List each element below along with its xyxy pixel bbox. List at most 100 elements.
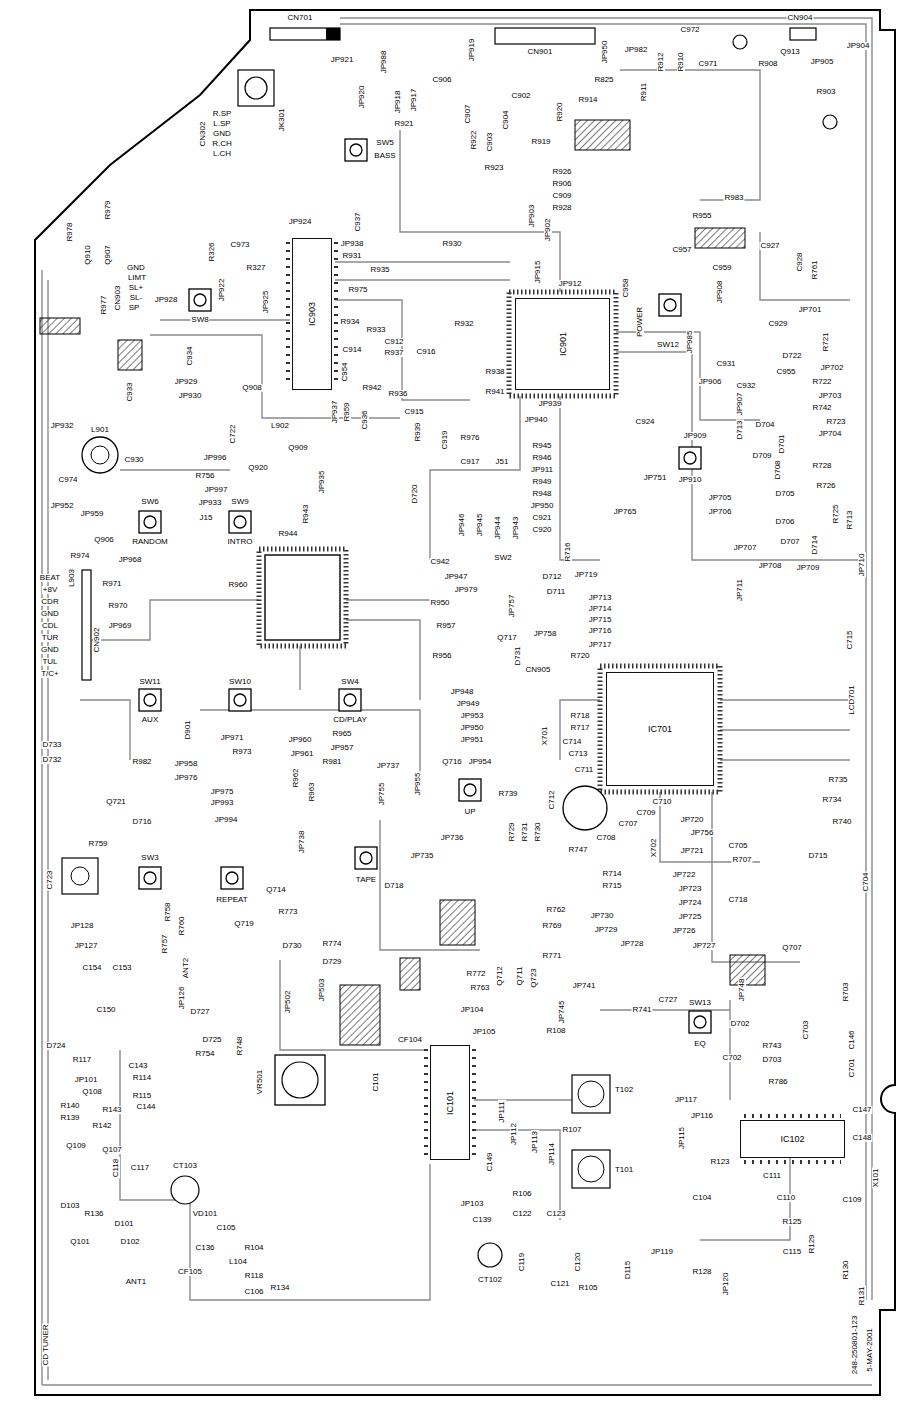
silkscreen-label: R728 [811, 462, 832, 470]
silkscreen-label: C727 [657, 996, 678, 1004]
silkscreen-label: R759 [87, 840, 108, 848]
silkscreen-label: C930 [123, 456, 144, 464]
silkscreen-label: JP949 [456, 700, 481, 708]
silkscreen-label: JP950 [530, 502, 555, 510]
copper-trace [660, 792, 760, 862]
silkscreen-label: D703 [761, 1056, 782, 1064]
silkscreen-label: JP985 [686, 330, 694, 355]
silkscreen-label: R932 [453, 320, 474, 328]
silkscreen-label: C955 [775, 368, 796, 376]
silkscreen-label: R739 [497, 790, 518, 798]
switch-actuator [144, 516, 156, 528]
silkscreen-label: C954 [341, 361, 349, 382]
silkscreen-label: R910 [677, 51, 685, 72]
hatched-area [730, 955, 765, 985]
silkscreen-label: JP728 [620, 940, 645, 948]
silkscreen-label: R729 [508, 821, 516, 842]
silkscreen-label: R756 [194, 472, 215, 480]
silkscreen-label: JP955 [414, 772, 422, 797]
silkscreen-label: R934 [339, 318, 360, 326]
silkscreen-label: D101 [113, 1220, 134, 1228]
silkscreen-label: C903 [486, 131, 494, 152]
silkscreen-label: R129 [808, 1233, 816, 1254]
silkscreen-label: JP756 [690, 829, 715, 837]
silkscreen-label: JP758 [533, 630, 558, 638]
silkscreen-label: JP938 [340, 240, 365, 248]
silkscreen-label: D707 [779, 538, 800, 546]
silkscreen-label: POWER [636, 306, 644, 338]
silkscreen-label: C921 [531, 514, 552, 522]
silkscreen-label: R741 [631, 1006, 652, 1014]
copper-trace [200, 710, 420, 790]
tactile-switch [659, 294, 681, 316]
silkscreen-label: JP104 [460, 1006, 485, 1014]
silkscreen-label: D705 [774, 490, 795, 498]
switch-actuator [144, 872, 156, 884]
silkscreen-label: Q711 [516, 966, 524, 987]
ic-package: IC901 [515, 298, 610, 390]
copper-trace [720, 699, 850, 700]
silkscreen-label: C942 [429, 558, 450, 566]
ic-pin-row [259, 549, 346, 646]
copper-trace [620, 70, 760, 200]
copper-trace [729, 1000, 730, 1100]
silkscreen-label: C703 [802, 1019, 810, 1040]
silkscreen-label: C120 [574, 1251, 582, 1272]
silkscreen-label: R743 [761, 1042, 782, 1050]
silkscreen-label: BASS [373, 152, 396, 160]
silkscreen-label: C974 [57, 476, 78, 484]
silkscreen-label: JP929 [174, 378, 199, 386]
silkscreen-label: SL- [129, 294, 143, 302]
silkscreen-label: D716 [131, 818, 152, 826]
part-designator: IC701 [648, 725, 672, 734]
connector-housing [270, 28, 340, 40]
switch-actuator [350, 144, 362, 156]
silkscreen-label: J51 [495, 458, 510, 466]
silkscreen-label: R903 [815, 88, 836, 96]
silkscreen-label: R115 [132, 1092, 153, 1100]
silkscreen-label: JP735 [410, 852, 435, 860]
silkscreen-label: R143 [101, 1106, 122, 1114]
silkscreen-label: Q707 [781, 944, 803, 952]
silkscreen-label: R735 [827, 776, 848, 784]
silkscreen-label: D727 [189, 1008, 210, 1016]
silkscreen-label: Q719 [233, 920, 255, 928]
copper-trace [720, 729, 850, 730]
part-designator: IC901 [558, 332, 567, 356]
coil-outline [91, 446, 109, 464]
copper-trace [120, 469, 230, 470]
silkscreen-label: R326 [208, 241, 216, 262]
silkscreen-label: JP924 [288, 218, 313, 226]
silkscreen-label: C150 [95, 1006, 116, 1014]
silkscreen-label: JP952 [50, 502, 75, 510]
silkscreen-label: R140 [59, 1102, 80, 1110]
silkscreen-label: JP707 [733, 544, 758, 552]
silkscreen-label: R740 [831, 818, 852, 826]
silkscreen-label: CDL [41, 622, 59, 630]
copper-trace [560, 700, 600, 760]
ic-package: IC701 [606, 672, 714, 786]
switch-actuator [694, 1016, 706, 1028]
silkscreen-label: C914 [341, 346, 362, 354]
silkscreen-label: C117 [130, 1164, 151, 1172]
silkscreen-label: C702 [721, 1054, 742, 1062]
silkscreen-label: JP115 [678, 1126, 686, 1150]
copper-trace [760, 232, 850, 300]
silkscreen-label: SW9 [230, 498, 249, 506]
silkscreen-label: JP996 [203, 454, 228, 462]
part-designator: IC101 [446, 1090, 455, 1114]
silkscreen-label: CN902 [93, 627, 101, 654]
tactile-switch [139, 511, 161, 533]
silkscreen-label: C115 [782, 1248, 803, 1256]
silkscreen-label: C934 [186, 345, 194, 366]
silkscreen-label: R944 [277, 530, 298, 538]
silkscreen-label: D706 [774, 518, 795, 526]
copper-trace [380, 820, 480, 950]
silkscreen-label: C713 [567, 750, 588, 758]
silkscreen-label: D732 [41, 756, 62, 764]
silkscreen-label: Q109 [65, 1142, 87, 1150]
connector-housing [790, 28, 816, 40]
silkscreen-label: R975 [347, 286, 368, 294]
silkscreen-label: R938 [484, 368, 505, 376]
silkscreen-label: JP937 [331, 400, 339, 425]
